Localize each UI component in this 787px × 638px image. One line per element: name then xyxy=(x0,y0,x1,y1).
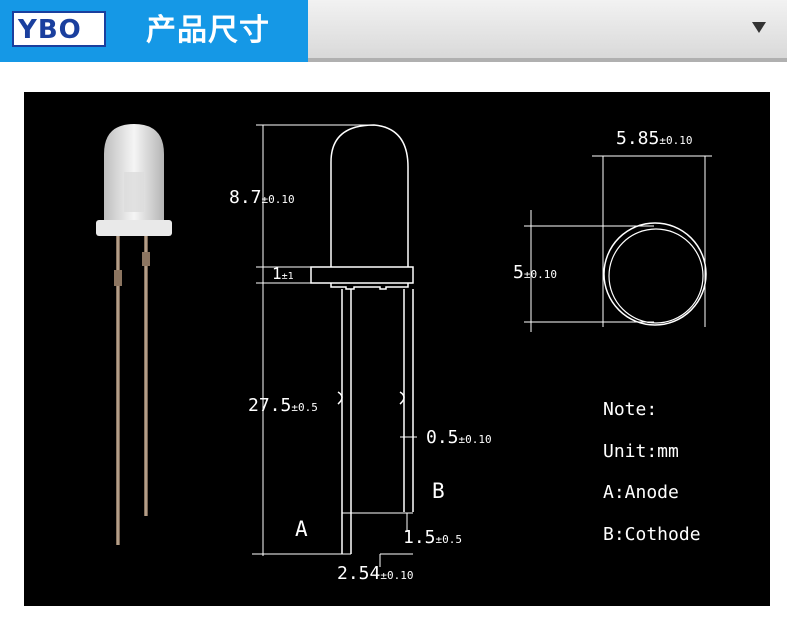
label-diameter-outer: 5.85±0.10 xyxy=(616,128,692,149)
led-die xyxy=(124,172,144,212)
page-title: 产品尺寸 xyxy=(146,13,270,48)
led-photo xyxy=(96,124,172,545)
led-top-view xyxy=(603,222,707,326)
pin-b-label: B xyxy=(432,479,445,503)
label-lead-width: 0.5±0.10 xyxy=(426,427,492,448)
led-flange xyxy=(96,220,172,236)
brand-bar: YBO 产品尺寸 xyxy=(0,0,308,62)
note-anode: A:Anode xyxy=(603,482,679,503)
inner-circle xyxy=(608,228,704,324)
led-leg-kink-right xyxy=(142,252,150,266)
break-b xyxy=(399,391,405,405)
dimension-panel: 5.85±0.10 8.7±0.10 1±1 5±0.10 27.5±0.5 0… xyxy=(24,92,770,606)
label-flange-height: 1±1 xyxy=(272,264,294,283)
label-body-diameter: 5±0.10 xyxy=(513,262,557,283)
toolbar-bar xyxy=(308,0,787,62)
dimension-lines xyxy=(252,124,712,567)
dimension-drawing: 5.85±0.10 8.7±0.10 1±1 5±0.10 27.5±0.5 0… xyxy=(96,124,712,584)
pin-a-label: A xyxy=(295,517,308,541)
body-bottom xyxy=(330,283,409,290)
led-side-view xyxy=(310,124,414,554)
label-lead-length: 27.5±0.5 xyxy=(248,395,318,416)
notes: Note: Unit:mm A:Anode B:Cothode xyxy=(603,399,701,545)
header: YBO 产品尺寸 xyxy=(0,0,787,62)
label-lead-spacing: 2.54±0.10 xyxy=(337,563,413,584)
led-leg-right xyxy=(144,232,148,516)
note-title: Note: xyxy=(603,399,657,420)
label-lens-height: 8.7±0.10 xyxy=(229,187,295,208)
outer-circle xyxy=(603,222,707,326)
lens-outline xyxy=(330,124,409,267)
break-a xyxy=(337,391,343,405)
note-unit: Unit:mm xyxy=(603,441,679,462)
logo-text: YBO xyxy=(18,15,82,45)
dimension-labels: 5.85±0.10 8.7±0.10 1±1 5±0.10 27.5±0.5 0… xyxy=(229,128,692,584)
led-leg-left xyxy=(116,232,120,545)
chevron-down-icon[interactable] xyxy=(752,22,766,33)
flange-outline xyxy=(310,266,414,284)
note-cathode: B:Cothode xyxy=(603,524,701,545)
led-leg-kink-left xyxy=(114,270,122,286)
label-lead-difference: 1.5±0.5 xyxy=(403,527,462,548)
logo: YBO xyxy=(12,11,106,47)
